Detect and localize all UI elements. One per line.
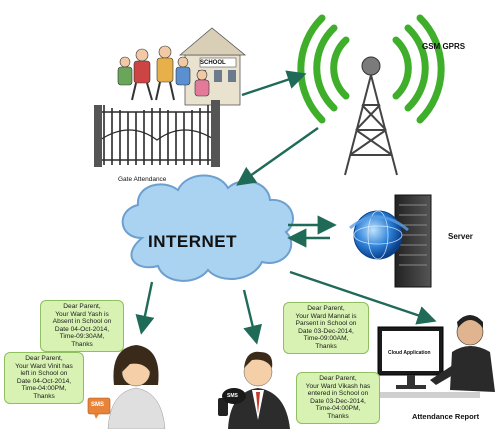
attendance-report-illustration [360,315,495,398]
flow-arrows [135,70,437,345]
cloud-application-label: Cloud Application [388,350,431,356]
internet-cloud [121,174,294,282]
students-figures [117,45,210,101]
internet-label: INTERNET [148,232,237,251]
sms-bubble-absent: Dear Parent, Your Ward Yash is Absent in… [40,300,124,352]
parent-avatar-female [107,345,166,429]
server-illustration [349,194,432,288]
gate-attendance-label: Gate Attendance [118,176,167,183]
arrow-internet-to-parent-2 [242,289,262,345]
sms-bubble-entered: Dear Parent, Your Ward Vikash has entere… [296,372,380,424]
gsm-tower-illustration [297,14,445,176]
sms-bubble-left: Dear Parent, Your Ward Vinit has left in… [4,352,84,404]
sms-badge-right-text: SMS [227,393,238,399]
sms-bubble-present: Dear Parent, Your Ward Mannat is Parsent… [283,302,369,354]
school-sign: SCHOOL [200,60,226,66]
server-label: Server [448,232,473,241]
gsm-gprs-label: GSM GPRS [422,42,466,51]
arrow-gsm-to-internet [236,127,319,186]
school-gate-illustration [94,27,247,167]
sms-badge-left [87,397,111,419]
arrow-internet-to-parent-1 [135,281,155,335]
gate-fence [99,105,216,165]
sms-badge-right [222,388,246,404]
attendance-report-label: Attendance Report [412,412,480,421]
arrow-internet-to-report [289,270,437,325]
arrow-gate-to-gsm [241,70,307,97]
sms-badge-left-text: SMS [91,402,105,408]
